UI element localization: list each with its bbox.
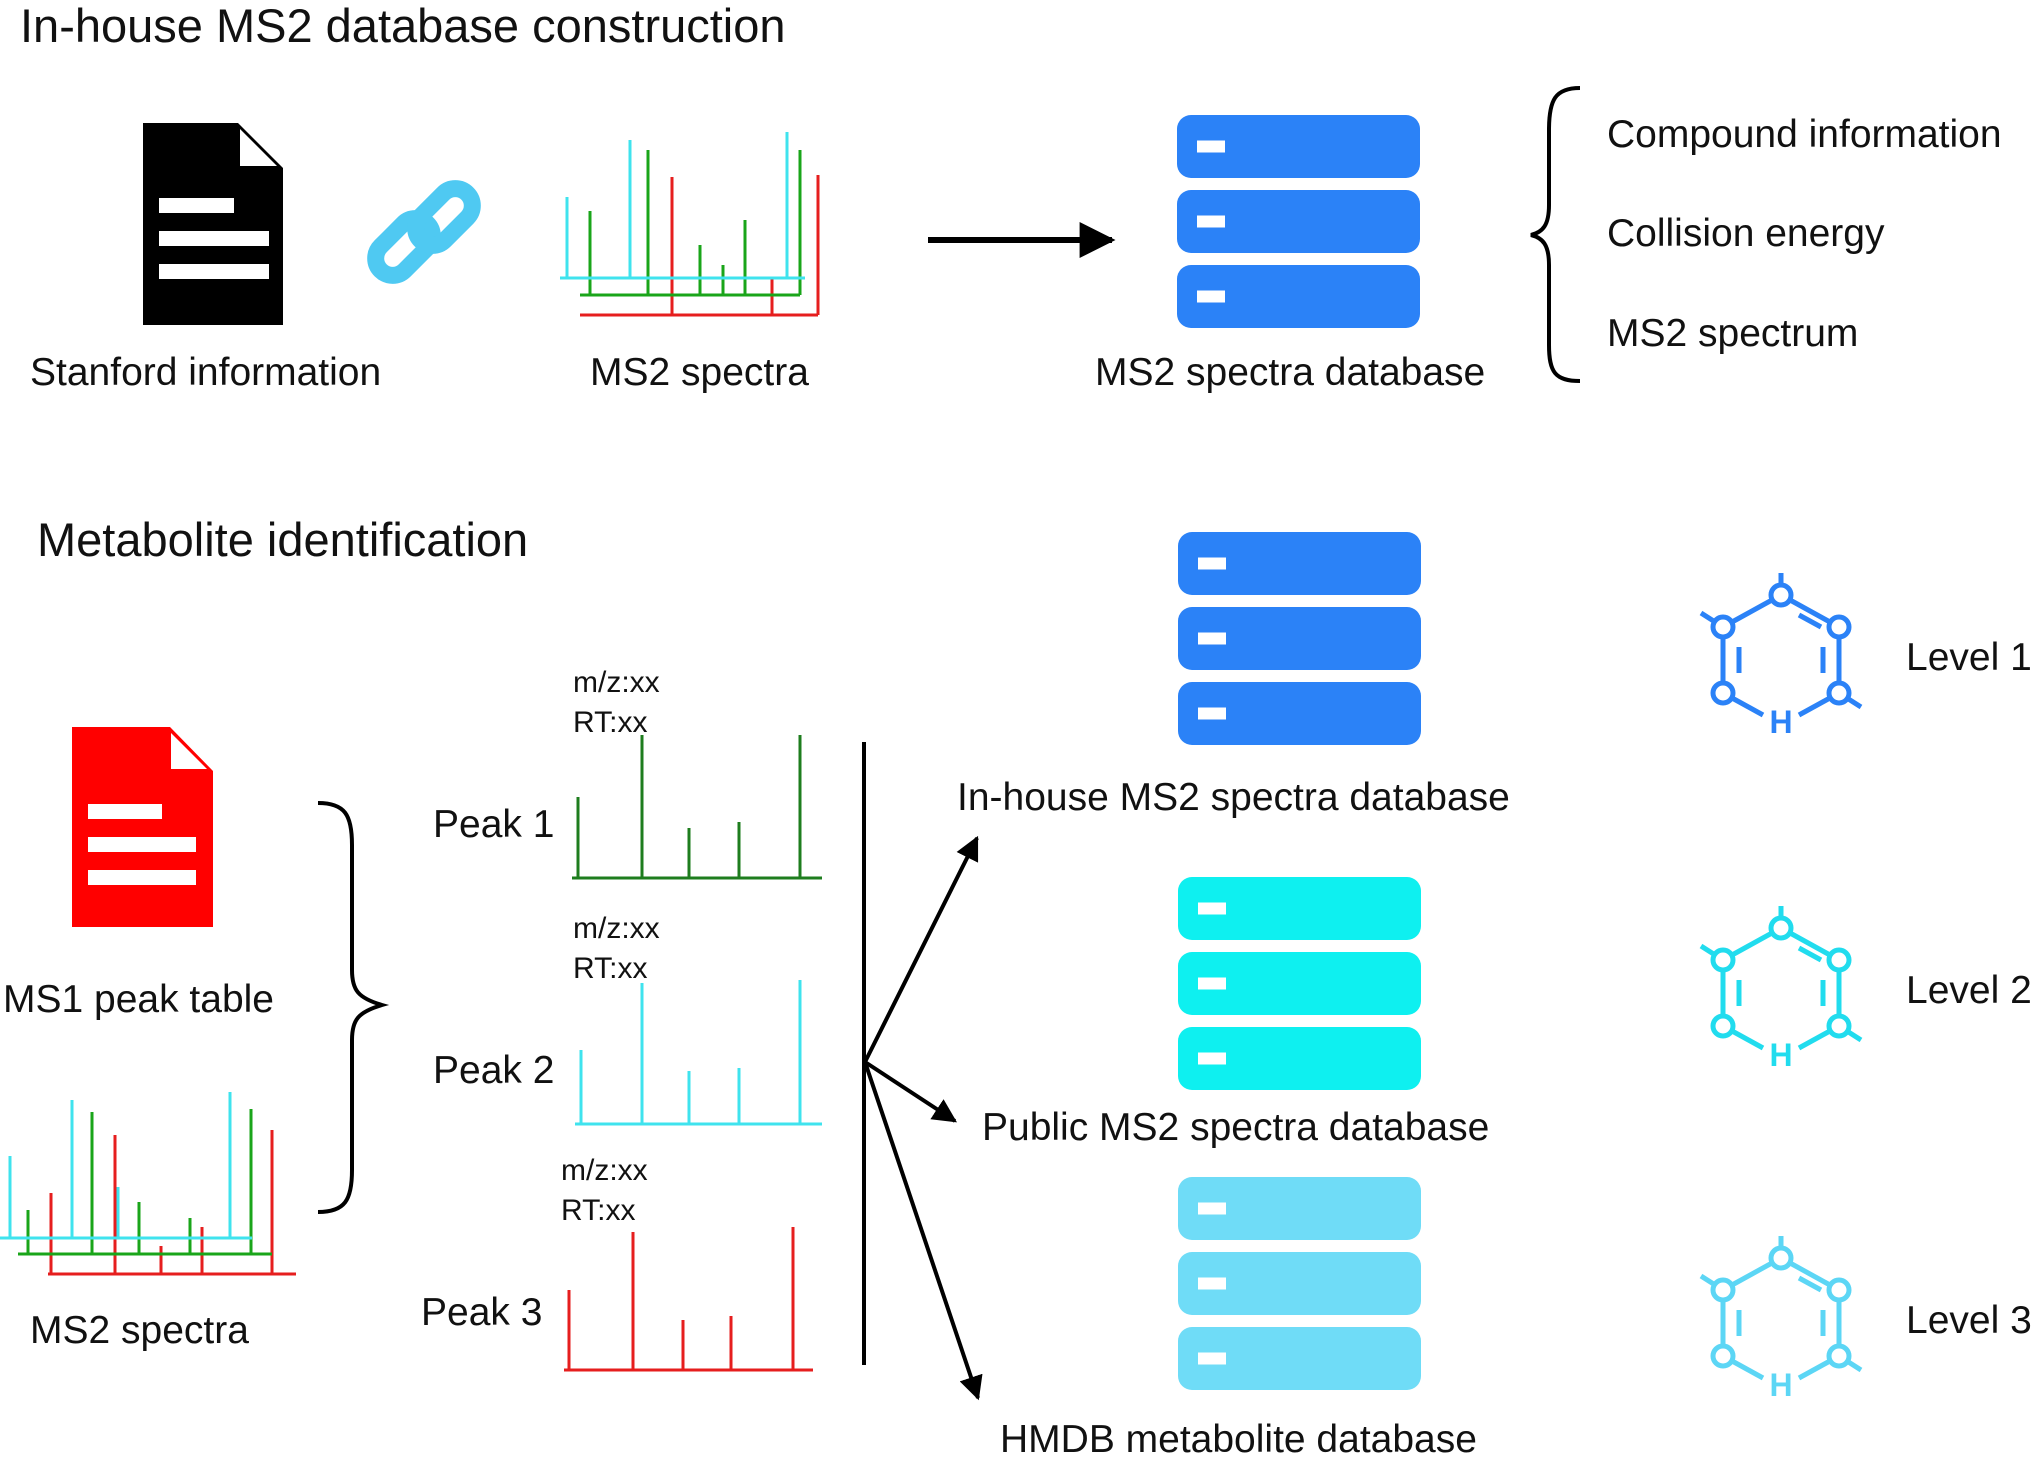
content-collision-energy: Collision energy: [1607, 212, 1885, 255]
database-slab: [1178, 1327, 1421, 1390]
database-slab: [1178, 532, 1421, 595]
level-1-molecule-icon: H: [1699, 573, 1863, 740]
peak-3-label: Peak 3: [421, 1291, 542, 1334]
level-2-label: Level 2: [1906, 969, 2032, 1012]
arrow-to-public: [863, 1060, 958, 1123]
atom: [1710, 947, 1736, 973]
level-1-label: Level 1: [1906, 636, 2032, 679]
peak-2-label: Peak 2: [433, 1049, 554, 1092]
peak-2-mz: m/z:xx: [573, 912, 660, 945]
database-slab: [1177, 190, 1420, 253]
peak-3-spectrum: [564, 1227, 813, 1372]
peak-2-spectrum: [575, 980, 822, 1126]
database-slab: [1177, 115, 1420, 178]
peak-2-rt: RT:xx: [573, 952, 647, 985]
atom: [1826, 680, 1852, 706]
database-slot: [1198, 977, 1226, 990]
atom: [1826, 614, 1852, 640]
peak-2: m/z:xx RT:xx Peak 2: [433, 912, 822, 1126]
atom: [1710, 680, 1736, 706]
content-ms2-spectrum: MS2 spectrum: [1607, 312, 1858, 355]
peak-1: m/z:xx RT:xx Peak 1: [433, 666, 822, 880]
database-slot: [1197, 140, 1225, 153]
peak-1-rt: RT:xx: [573, 706, 647, 739]
database-slab: [1178, 607, 1421, 670]
section1-spectra-label: MS2 spectra: [590, 351, 809, 394]
level-3-label: Level 3: [1906, 1299, 2032, 1342]
public-database-label: Public MS2 spectra database: [982, 1106, 1489, 1149]
ms2-database-icon: [1177, 115, 1420, 328]
arrow-to-hmdb: [863, 1061, 983, 1401]
hmdb-database-label: HMDB metabolite database: [1000, 1418, 1477, 1461]
database-slab: [1178, 952, 1421, 1015]
database-slot: [1198, 1202, 1226, 1215]
ring-atom-label: H: [1769, 1037, 1792, 1073]
peak-1-mz: m/z:xx: [573, 666, 660, 699]
database-slab: [1178, 682, 1421, 745]
atom: [1826, 947, 1852, 973]
database-slot: [1198, 902, 1226, 915]
peak-1-spectrum: [572, 735, 822, 880]
database-slot: [1198, 707, 1226, 720]
atom: [1826, 1343, 1852, 1369]
inhouse-database-label: In-house MS2 spectra database: [957, 776, 1510, 819]
database-slot: [1198, 1277, 1226, 1290]
contents-brace: [1530, 86, 1581, 383]
hmdb-database-icon: [1178, 1177, 1421, 1390]
database-slab: [1178, 1177, 1421, 1240]
search-arrows: [863, 835, 983, 1401]
database-slab: [1178, 1027, 1421, 1090]
ring-atom-label: H: [1769, 1367, 1792, 1403]
ms2-spectra-overlay-2: [0, 1092, 296, 1276]
double-bond: [1797, 945, 1823, 963]
peak-3-rt: RT:xx: [561, 1194, 635, 1227]
arrow-to-inhouse: [863, 835, 979, 1063]
atom: [1710, 1013, 1736, 1039]
atom: [1710, 1343, 1736, 1369]
atom: [1710, 1277, 1736, 1303]
standard-label: Stanford information: [30, 351, 381, 394]
database-slab: [1178, 1252, 1421, 1315]
section1-database-label: MS2 spectra database: [1095, 351, 1485, 394]
database-slot: [1197, 215, 1225, 228]
database-slot: [1198, 557, 1226, 570]
atom: [1768, 915, 1794, 941]
double-bond: [1797, 1275, 1823, 1293]
database-slot: [1198, 1352, 1226, 1365]
section2-spectra-label: MS2 spectra: [30, 1309, 249, 1352]
ring-atom-label: H: [1769, 704, 1792, 740]
level-2-molecule-icon: H: [1699, 906, 1863, 1073]
database-slot: [1198, 632, 1226, 645]
atom: [1768, 1245, 1794, 1271]
peak-table-label: MS1 peak table: [3, 978, 274, 1021]
database-slab: [1177, 265, 1420, 328]
database-slot: [1197, 290, 1225, 303]
content-compound-info: Compound information: [1607, 113, 2002, 156]
atom: [1826, 1277, 1852, 1303]
peak-table-document-icon: [72, 727, 213, 927]
section1-title: In-house MS2 database construction: [20, 0, 786, 52]
section2-title: Metabolite identification: [37, 513, 528, 566]
level-3-molecule-icon: H: [1699, 1236, 1863, 1403]
atom: [1826, 1013, 1852, 1039]
ms2-spectra-overlay: [560, 132, 820, 317]
document-icon: [143, 123, 283, 325]
atom: [1710, 614, 1736, 640]
link-chain-icon: [367, 180, 481, 284]
inputs-brace: [317, 801, 390, 1214]
database-slot: [1198, 1052, 1226, 1065]
inhouse-database-icon: [1178, 532, 1421, 745]
double-bond: [1797, 612, 1823, 630]
database-slab: [1178, 877, 1421, 940]
peak-3-mz: m/z:xx: [561, 1154, 648, 1187]
peak-1-label: Peak 1: [433, 803, 554, 846]
peak-3: m/z:xx RT:xx Peak 3: [421, 1154, 813, 1372]
public-database-icon: [1178, 877, 1421, 1090]
atom: [1768, 582, 1794, 608]
